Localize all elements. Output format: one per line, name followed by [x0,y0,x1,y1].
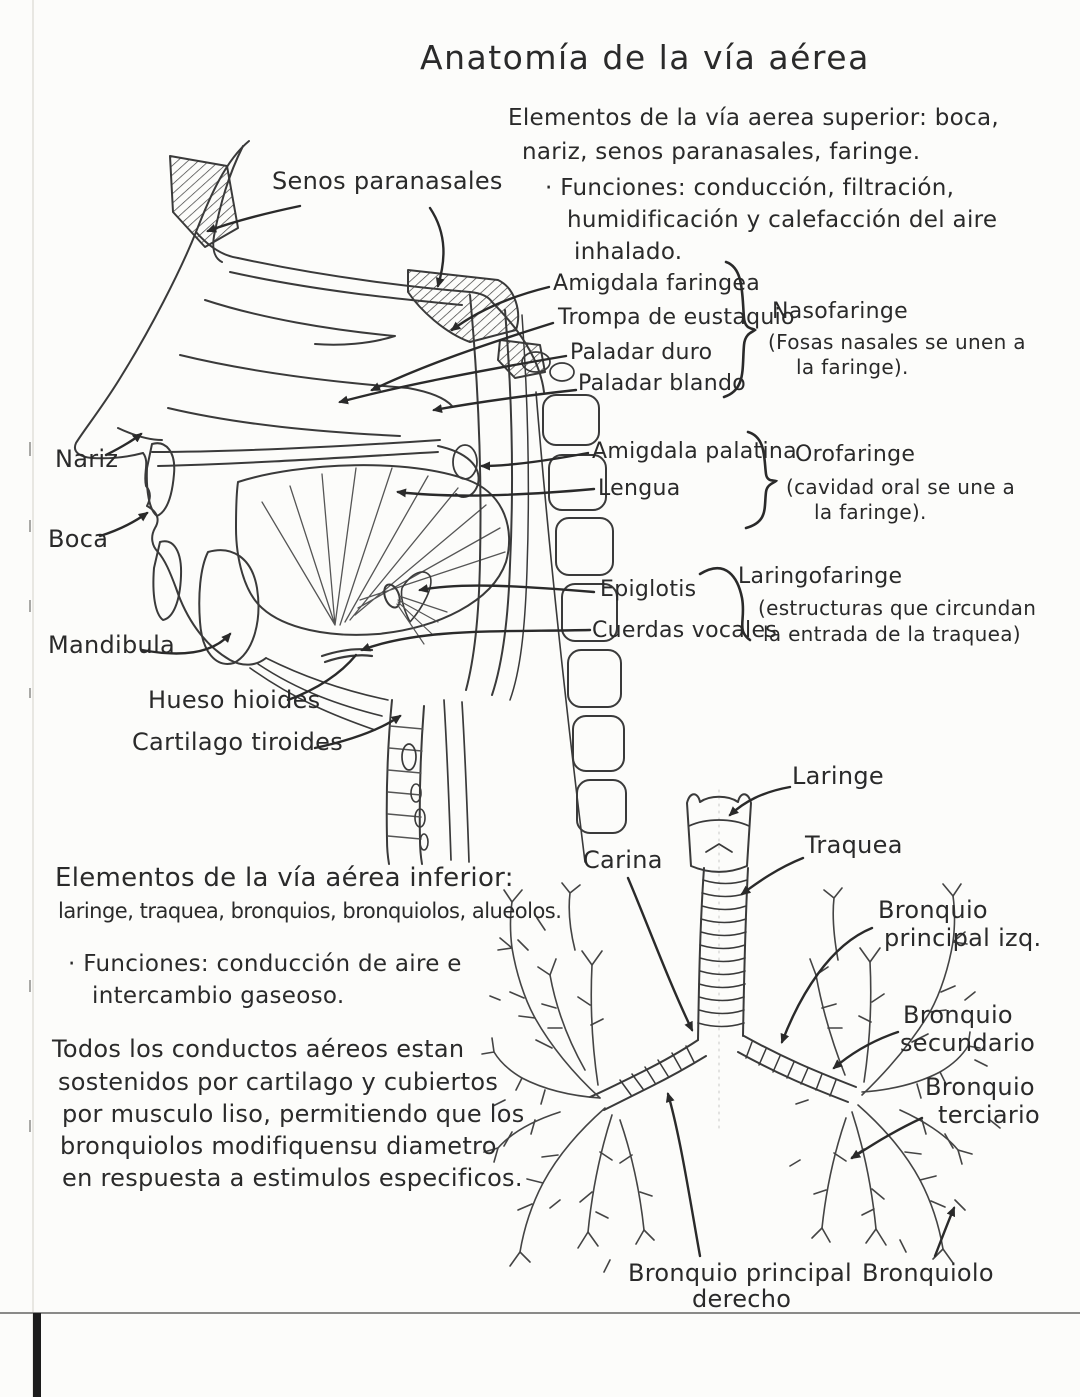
label-bronquio-terciario-line2: terciario [938,1101,1041,1129]
paragraph-line2: sostenidos por cartilago y cubiertos [58,1068,499,1096]
arrow-epiglotis [418,584,596,594]
brace-nasofaringe [722,260,757,399]
brace-laringofaringe [698,566,752,642]
group-laringofaringe-note2: la entrada de la traquea) [763,622,1021,646]
label-bronquiolo: Bronquiolo [862,1259,994,1287]
inferior-heading-line1: Elementos de la vía aérea inferior: [55,863,514,893]
line-hueso-hioides [286,653,358,702]
label-nariz: Nariz [55,445,119,473]
group-nasofaringe-note1: (Fosas nasales se unen a [768,330,1026,354]
superior-heading-line2: nariz, senos paranasales, faringe. [522,139,921,165]
inferior-funciones-line1: · Funciones: conducción de aire e [68,951,462,977]
arrow-nariz [104,432,143,457]
label-bronquio-principal-izq-line2: principal izq. [884,924,1042,952]
paragraph-line5: en respuesta a estimulos especificos. [62,1164,523,1192]
group-braces [698,260,779,642]
label-paladar-blando: Paladar blando [578,371,746,396]
left-lung-branches [789,883,1001,1264]
label-trompa-eustaquio: Trompa de eustaquio [558,305,795,330]
paragraph-line4: bronquiolos modifiquensu diametro [60,1132,497,1160]
group-laringofaringe-note1: (estructuras que circundan [758,596,1037,620]
label-lengua: Lengua [598,476,681,501]
label-epiglotis: Epiglotis [600,577,697,602]
label-senos-paranasales: Senos paranasales [272,167,503,195]
label-paladar-duro: Paladar duro [570,340,713,365]
superior-funciones-line1: · Funciones: conducción, filtración, [545,175,955,201]
leader-arrows [98,204,956,1258]
label-cartilago-tiroides: Cartilago tiroides [132,728,344,756]
label-mandibula: Mandibula [48,631,176,659]
label-traquea: Traquea [805,831,903,859]
arrow-cuerdas-vocales [360,628,592,652]
group-orofaringe-name: Orofaringe [795,442,916,467]
label-bronquio-principal-derecho-line2: derecho [692,1285,792,1313]
superior-heading-line1: Elementos de la vía aerea superior: boca… [508,105,999,131]
label-bronquio-principal-derecho-line1: Bronquio principal [628,1259,852,1287]
arrow-cartilago-tiroides [313,714,402,750]
group-nasofaringe-note2: la faringe). [796,355,909,379]
label-laringe: Laringe [792,762,884,790]
label-amigdala-palatina: Amigdala palatina [592,439,797,464]
label-bronquio-secundario-line2: secundario [900,1029,1036,1057]
superior-funciones-line3: inhalado. [574,239,683,265]
group-orofaringe-note2: la faringe). [814,500,927,524]
group-laringofaringe-name: Laringofaringe [738,564,903,589]
arrow-laringe [728,785,792,817]
head-sagittal-diagram [74,140,627,865]
brace-orofaringe [744,430,779,530]
superior-funciones-line2: humidificación y calefacción del aire [567,207,998,233]
arrow-paladar-blando [432,388,578,413]
label-cuerdas-vocales: Cuerdas vocales [592,618,778,643]
page-title: Anatomía de la vía aérea [420,38,870,77]
group-orofaringe-note1: (cavidad oral se une a [786,475,1016,499]
label-bronquio-principal-izq-line1: Bronquio [878,896,988,924]
label-bronquio-secundario-line1: Bronquio [903,1001,1013,1029]
label-amigdala-faringea: Amigdala faringea [553,271,760,296]
label-carina: Carina [583,846,663,874]
arrow-bronquio-secundario [832,1030,900,1070]
arrow-boca [98,511,149,538]
inferior-heading-line2: laringe, traquea, bronquios, bronquiolos… [58,899,562,923]
right-lung-branches [481,882,655,1273]
label-boca: Boca [48,525,109,553]
arrow-bronquio-principal-derecho [665,1092,702,1258]
arrow-traquea [740,856,805,896]
paragraph-line1: Todos los conductos aéreos estan [52,1035,465,1063]
arrow-trompa-eustaquio [370,321,555,392]
arrow-bronquio-terciario [850,1116,924,1160]
group-nasofaringe-name: Nasofaringe [772,299,908,324]
arrow-lengua [396,487,596,498]
arrow-amigdala-faringea [450,285,551,332]
arrow-senos-frontal [206,204,302,233]
paragraph-line3: por musculo liso, permitiendo que los [62,1100,525,1128]
arrow-paladar-duro [338,354,568,405]
arrow-senos-esfenoidal [428,206,445,288]
bronchial-tree-diagram [481,789,1001,1273]
arrow-carina [626,876,694,1032]
arrow-bronquio-principal-izq [780,926,874,1044]
label-hueso-hioides: Hueso hioides [148,686,321,714]
arrow-mandibula [140,632,232,655]
arrow-bronquiolo [933,1206,956,1258]
inferior-funciones-line2: intercambio gaseoso. [92,983,345,1009]
label-bronquio-terciario-line1: Bronquio [925,1073,1035,1101]
arrow-amigdala-palatina [480,451,590,471]
